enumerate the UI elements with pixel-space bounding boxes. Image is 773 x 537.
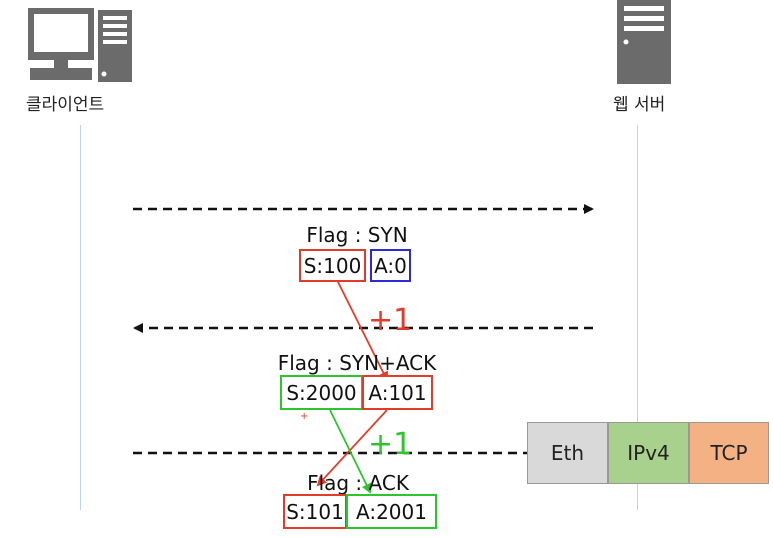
syn-flag-label: Flag : SYN (306, 223, 408, 247)
seq-to-ack-red-arrow-1 (336, 279, 388, 382)
tiny-plus-mark: + (300, 411, 308, 422)
desktop-computer-icon (26, 6, 136, 86)
client-label: 클라이언트 (26, 95, 105, 115)
syn-ack-flag-label: Flag : SYN+ACK (277, 351, 437, 375)
syn-ack-seq-box: S:2000 (280, 375, 363, 410)
server-label: 웹 서버 (613, 95, 666, 115)
syn-ack-box: A:0 (370, 249, 411, 282)
stack-ipv4: IPv4 (608, 422, 689, 484)
plus-one-red: +1 (368, 303, 412, 338)
ack-flag-label: Flag : ACK (307, 471, 409, 495)
seq-to-ack-green-arrow (329, 409, 371, 494)
ack-ack-box: A:2001 (346, 494, 437, 529)
stack-eth: Eth (527, 422, 608, 484)
server-tower-icon (614, 0, 674, 86)
client-lifeline (80, 125, 81, 510)
ack-to-seq-red-arrow-2 (316, 409, 388, 487)
ack-seq-box: S:101 (283, 494, 347, 529)
stack-tcp: TCP (689, 422, 769, 484)
syn-ack-ack-box: A:101 (362, 375, 433, 410)
syn-seq-box: S:100 (299, 249, 366, 282)
server-lifeline (637, 125, 638, 510)
plus-one-green: +1 (368, 427, 412, 462)
